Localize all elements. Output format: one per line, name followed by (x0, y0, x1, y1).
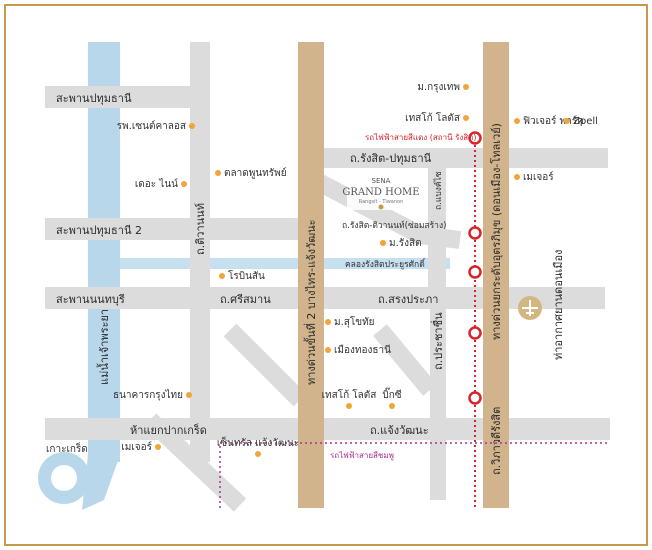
poi-marker: เทสโก้ โลตัส (322, 388, 377, 409)
label-airport: ท่าอากาศยานดอนเมือง (552, 250, 565, 360)
label-tiwanon: ถ.ติวานนท์ (194, 203, 207, 255)
poi-label: เทสโก้ โลตัส (405, 111, 460, 124)
airplane-icon (518, 296, 542, 320)
poi-label: เซ็นทรัล แจ้งวัฒนะ (217, 435, 299, 449)
poi-marker: บิ๊กซี (382, 387, 402, 409)
poi-dot-icon (181, 181, 187, 187)
pink-line-track (219, 442, 608, 508)
road-bang-khen (428, 168, 446, 288)
poi-label: ม.สุโขทัย (334, 315, 375, 328)
poi-dot-icon (215, 170, 221, 176)
poi-marker: เซ็นทรัล แจ้งวัฒนะ (217, 435, 299, 457)
poi-label: เมเจอร์ (523, 171, 554, 183)
label-chaengwattana: ถ.แจ้งวัฒนะ (370, 424, 429, 437)
label-pink-line: รถไฟฟ้าสายสีชมพู (330, 451, 394, 461)
poi-dot-icon (189, 123, 195, 129)
label-songprapa: ถ.สรงประภา (378, 293, 438, 306)
poi-marker: เทสโก้ โลตัส (405, 111, 469, 124)
poi-marker: เมืองทองธานี (325, 344, 391, 356)
road-srisaman (45, 287, 605, 309)
poi-label: เมืองทองธานี (334, 344, 391, 356)
poi-label: บิ๊กซี (382, 387, 401, 401)
poi-dot-icon (380, 240, 386, 246)
label-bridge-pathum: สะพานปทุมธานี (56, 92, 132, 105)
road-diagonal-west (143, 323, 307, 512)
poi-label: ธนาคารกรุงไทย (113, 389, 183, 401)
poi-dot-icon (325, 347, 331, 353)
poi-label: เดอะ ไนน์ (135, 178, 178, 190)
label-pak-kret: ห้าแยกปากเกร็ด (130, 423, 207, 437)
poi-marker: เมเจอร์ (514, 171, 554, 183)
poi-marker: ธนาคารกรุงไทย (113, 389, 192, 401)
poi-label: ม.รังสิต (389, 238, 422, 249)
poi-dot-icon (514, 174, 520, 180)
poi-label: เทสโก้ โลตัส (322, 388, 377, 401)
river (82, 42, 120, 510)
road-bridge-pathum (45, 86, 210, 108)
poi-dot-icon (346, 403, 352, 409)
label-river: แม่น้ำเจ้าพระยา (96, 309, 111, 385)
label-expressway-west: ทางด่วนขั้นที่ 2 บางไทร-แจ้งวัฒนะ (303, 219, 318, 385)
road-tiwanon (190, 42, 210, 462)
poi-marker: รพ.เซนต์คาลอส (117, 120, 195, 132)
expressway-east (483, 42, 509, 508)
poi-marker: ม.สุโขทัย (325, 315, 375, 328)
poi-marker: ฟิวเจอร์ พาร์ค (514, 115, 584, 127)
poi-marker: เมเจอร์ (121, 441, 161, 453)
poi-dot-icon (463, 84, 469, 90)
poi-marker: เดอะ ไนน์ (135, 178, 187, 190)
poi-dot-icon (255, 451, 261, 457)
poi-dot-icon (463, 115, 469, 121)
poi-marker: โรบินสัน (219, 269, 265, 282)
poi-dot-icon (186, 392, 192, 398)
label-rangsit-tiwanon: ถ.รังสิต-ติวานนท์(ซ่อมสร้าง) (342, 220, 446, 231)
label-prachachuen: ถ.ประชาชื่น (430, 312, 445, 370)
poi-label: ตลาดพูนทรัพย์ (224, 167, 287, 179)
project-brand: SENA (372, 177, 391, 185)
poi-label: ม.กรุงเทพ (417, 82, 460, 93)
poi-marker: ม.รังสิต (380, 238, 422, 249)
label-red-line: รถไฟฟ้าสายสีแดง (สถานี รังสิต) (365, 133, 476, 142)
poi-label: โรบินสัน (228, 269, 265, 282)
project-logo: SENA GRAND HOME Rangsit - Tiwanon (342, 172, 420, 210)
expressway-west (298, 42, 324, 508)
poi-marker: ตลาดพูนทรัพย์ (215, 167, 287, 179)
poi-label: ฟิวเจอร์ พาร์ค (523, 115, 584, 127)
label-rangsit-pathum: ถ.รังสิต-ปทุมธานี (350, 152, 432, 165)
poi-marker: Zpell (564, 116, 598, 127)
label-bang-khen: ถ.แบงค์ไซ (433, 171, 444, 210)
poi-label: เมเจอร์ (121, 441, 152, 453)
poi-dot-icon (155, 444, 161, 450)
poi-label: รพ.เซนต์คาลอส (117, 120, 186, 132)
label-srisaman: ถ.ศรีสมาน (220, 293, 271, 306)
road-bridge-pathum2 (45, 218, 300, 240)
label-bridge-nonthaburi: สะพานนนทบุรี (56, 293, 125, 306)
road-chaengwattana (45, 418, 610, 440)
red-line-stations (468, 131, 482, 405)
poi-dot-icon (219, 273, 225, 279)
poi-dot-icon (514, 118, 520, 124)
project-sub: Rangsit - Tiwanon (359, 199, 404, 205)
project-name: GRAND HOME (342, 187, 419, 198)
road-diagonal-east (373, 324, 437, 396)
poi-dot-icon (325, 319, 331, 325)
label-koh-kret: เกาะเกร็ด (46, 441, 88, 455)
poi-label: Zpell (573, 116, 598, 127)
road-rangsit-pathum (300, 148, 608, 168)
label-vibhavadi: ถ.วิภาวดีรังสิต (490, 407, 503, 475)
poi-marker: ม.กรุงเทพ (417, 82, 469, 93)
poi-dot-icon (389, 403, 395, 409)
poi-dot-icon (564, 118, 570, 124)
road-rangsit-tiwanon (300, 167, 462, 249)
road-prachachuen (430, 300, 446, 500)
label-bridge-pathum2: สะพานปทุมธานี 2 (56, 224, 142, 237)
label-canal: คลองรังสิตประยูรศักดิ์ (345, 258, 426, 270)
label-expressway-east: ทางด่วนยกระดับอุตรภิมุข (ดอนเมือง-โทลเวย… (489, 123, 503, 340)
canal (120, 258, 450, 269)
